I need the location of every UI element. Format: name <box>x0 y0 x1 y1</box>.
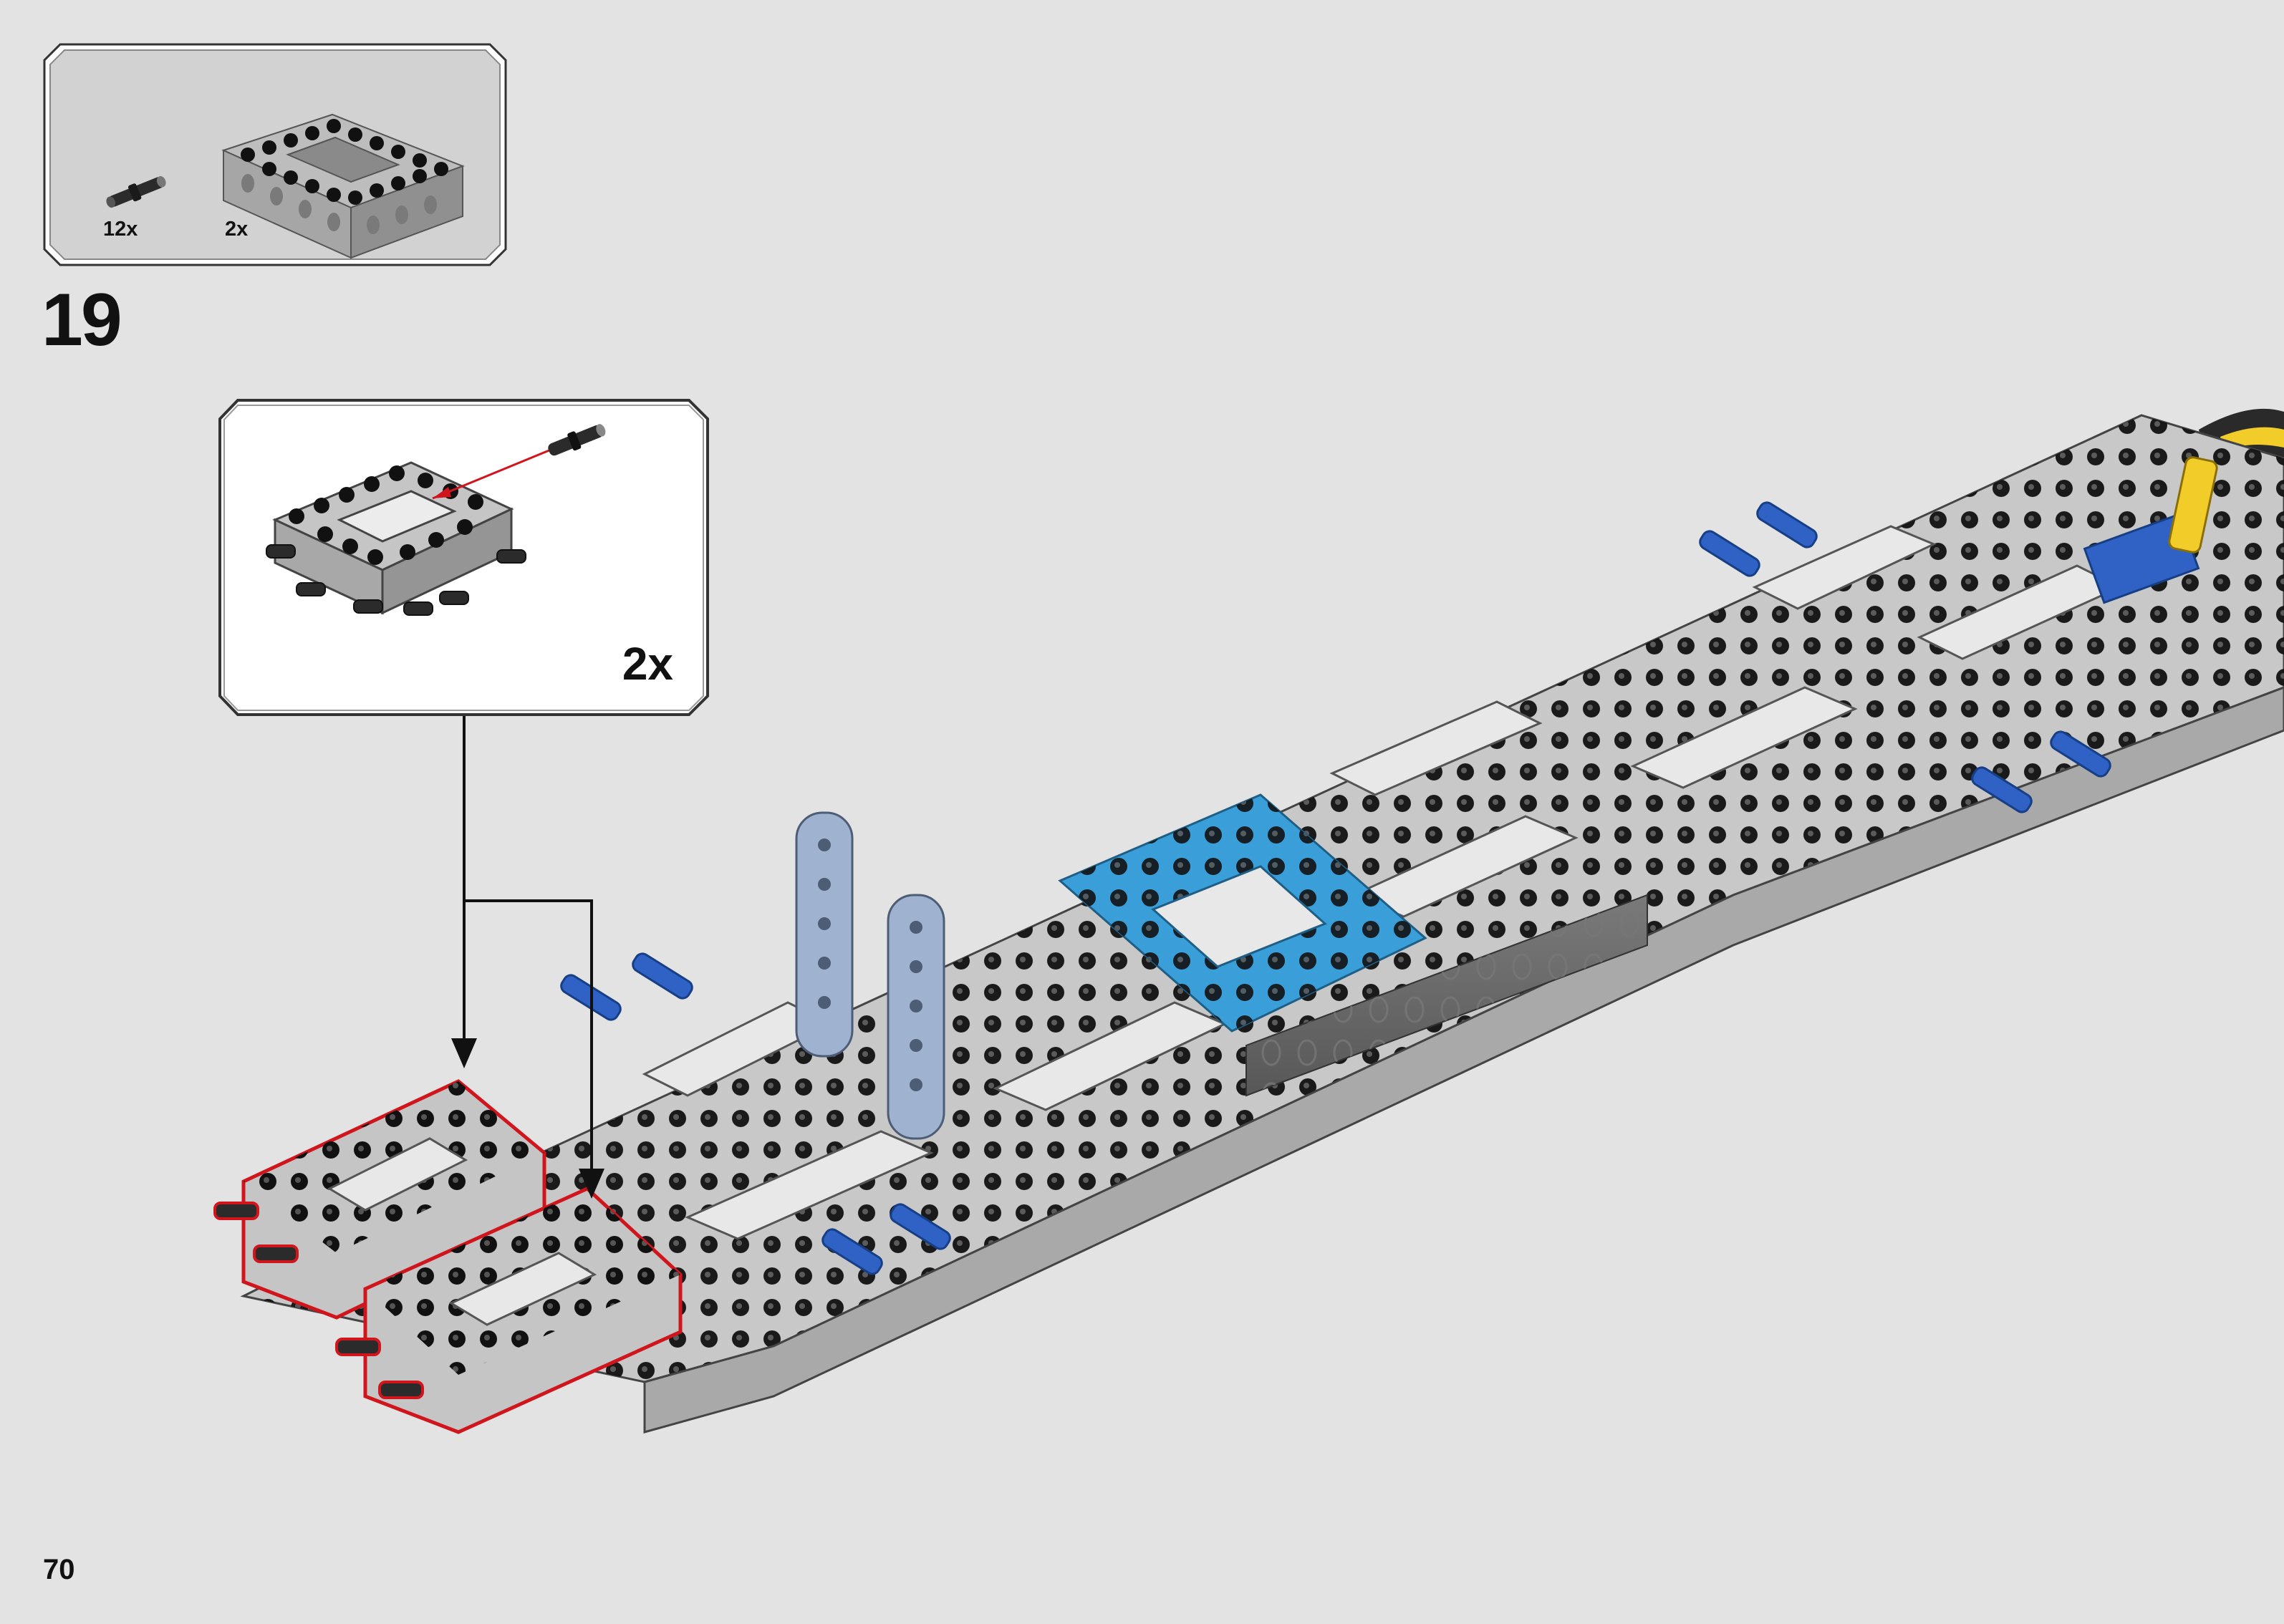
highlighted-frame <box>363 1186 683 1434</box>
vertical-beam <box>887 894 945 1140</box>
yellow-beam <box>2168 456 2218 554</box>
highlighted-pins <box>213 1202 424 1399</box>
subassembly-callout: 2x <box>218 398 710 717</box>
page-number: 70 <box>43 1554 75 1585</box>
subassembly-multiplier: 2x <box>622 638 673 690</box>
arrow-head <box>579 1169 604 1199</box>
parts-callout: 12x 2x <box>43 43 507 266</box>
technic-frame-5x7-icon <box>221 113 465 259</box>
azure-frame <box>1058 793 1427 1033</box>
vertical-beam <box>795 811 854 1058</box>
frame-quantity: 2x <box>225 218 249 241</box>
step-number: 19 <box>42 279 122 362</box>
placement-arrows <box>463 716 593 1174</box>
connector-pin-icon <box>106 176 166 208</box>
chassis-side <box>643 686 2284 1434</box>
pin-quantity: 12x <box>103 218 138 241</box>
arrow-head <box>451 1038 477 1068</box>
frame-with-pins-icon <box>266 424 606 616</box>
